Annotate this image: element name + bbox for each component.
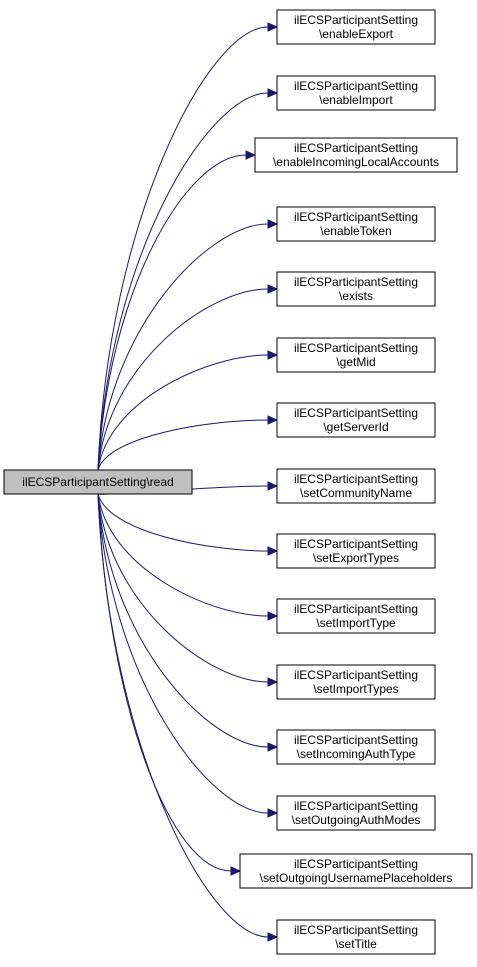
source-node[interactable]: ilECSParticipantSetting\read (3, 469, 193, 495)
call-edge (97, 493, 269, 552)
target-node-class-label: ilECSParticipantSetting (294, 472, 418, 486)
target-node-class-label: ilECSParticipantSetting (294, 210, 418, 224)
target-node-method-label: \getServerId (323, 420, 388, 434)
target-node-exists[interactable]: ilECSParticipantSetting\exists (276, 271, 436, 307)
call-edge (97, 354, 269, 471)
target-node-set-community-name[interactable]: ilECSParticipantSetting\setCommunityName (276, 468, 436, 504)
target-node-method-label: \enableToken (320, 224, 391, 238)
target-node-set-outgoing-auth-modes[interactable]: ilECSParticipantSetting\setOutgoingAuthM… (276, 795, 436, 831)
target-node-get-mid[interactable]: ilECSParticipantSetting\getMid (276, 337, 436, 373)
arrowhead-icon (267, 88, 279, 98)
arrowhead-icon (267, 932, 279, 942)
target-node-method-label: \exists (339, 289, 373, 303)
target-node-method-label: \setImportTypes (313, 682, 398, 696)
call-edge (97, 223, 269, 471)
target-node-method-label: \setImportType (316, 616, 396, 630)
target-node-set-incoming-auth-type[interactable]: ilECSParticipantSetting\setIncomingAuthT… (276, 729, 436, 765)
arrowhead-icon (267, 350, 279, 360)
target-node-class-label: ilECSParticipantSetting (294, 141, 418, 155)
target-node-method-label: \setOutgoingUsernamePlaceholders (260, 871, 453, 885)
target-node-class-label: ilECSParticipantSetting (294, 406, 418, 420)
call-edge (97, 419, 269, 471)
call-edge (97, 493, 269, 683)
target-node-class-label: ilECSParticipantSetting (294, 341, 418, 355)
source-node-label: ilECSParticipantSetting\read (22, 475, 173, 489)
call-edge (97, 493, 269, 617)
target-node-class-label: ilECSParticipantSetting (294, 13, 418, 27)
target-node-method-label: \setExportTypes (313, 551, 399, 565)
target-node-class-label: ilECSParticipantSetting (294, 799, 418, 813)
target-node-class-label: ilECSParticipantSetting (294, 275, 418, 289)
arrowhead-icon (267, 677, 279, 687)
call-edge (97, 92, 269, 471)
arrowhead-icon (267, 742, 279, 752)
target-node-class-label: ilECSParticipantSetting (294, 857, 418, 871)
target-node-enable-incoming-local-accounts[interactable]: ilECSParticipantSetting\enableIncomingLo… (254, 137, 458, 173)
arrowhead-icon (230, 866, 242, 876)
target-node-class-label: ilECSParticipantSetting (294, 923, 418, 937)
call-edge (97, 154, 247, 471)
target-node-class-label: ilECSParticipantSetting (294, 537, 418, 551)
arrowhead-icon (267, 415, 279, 425)
call-edges (97, 22, 279, 942)
target-node-set-outgoing-username-placeholders[interactable]: ilECSParticipantSetting\setOutgoingUsern… (239, 853, 473, 889)
arrowhead-icon (267, 546, 279, 556)
target-node-set-import-types[interactable]: ilECSParticipantSetting\setImportTypes (276, 664, 436, 700)
target-node-set-import-type[interactable]: ilECSParticipantSetting\setImportType (276, 598, 436, 634)
arrowhead-icon (267, 481, 279, 491)
target-node-class-label: ilECSParticipantSetting (294, 668, 418, 682)
target-node-enable-token[interactable]: ilECSParticipantSetting\enableToken (276, 206, 436, 242)
arrowhead-icon (245, 150, 257, 160)
target-node-method-label: \enableIncomingLocalAccounts (273, 155, 439, 169)
call-edge (97, 288, 269, 471)
arrowhead-icon (267, 808, 279, 818)
call-edge (97, 493, 232, 872)
call-edge (97, 26, 269, 471)
arrowhead-icon (267, 219, 279, 229)
call-edge (97, 493, 269, 938)
target-node-method-label: \setCommunityName (300, 486, 412, 500)
target-node-class-label: ilECSParticipantSetting (294, 733, 418, 747)
target-node-class-label: ilECSParticipantSetting (294, 602, 418, 616)
target-node-method-label: \enableExport (319, 27, 394, 41)
target-node-set-export-types[interactable]: ilECSParticipantSetting\setExportTypes (276, 533, 436, 569)
target-node-method-label: \setIncomingAuthType (297, 747, 416, 761)
arrowhead-icon (267, 22, 279, 32)
target-node-method-label: \setTitle (335, 937, 377, 951)
target-node-class-label: ilECSParticipantSetting (294, 79, 418, 93)
target-node-set-title[interactable]: ilECSParticipantSetting\setTitle (276, 919, 436, 955)
target-node-enable-import[interactable]: ilECSParticipantSetting\enableImport (276, 75, 436, 111)
target-node-enable-export[interactable]: ilECSParticipantSetting\enableExport (276, 9, 436, 45)
target-node-method-label: \enableImport (319, 93, 393, 107)
arrowhead-icon (267, 284, 279, 294)
target-node-get-server-id[interactable]: ilECSParticipantSetting\getServerId (276, 402, 436, 438)
target-node-method-label: \setOutgoingAuthModes (292, 813, 421, 827)
target-node-method-label: \getMid (336, 355, 375, 369)
call-edge (97, 493, 269, 748)
arrowhead-icon (267, 611, 279, 621)
call-edge (97, 493, 269, 814)
